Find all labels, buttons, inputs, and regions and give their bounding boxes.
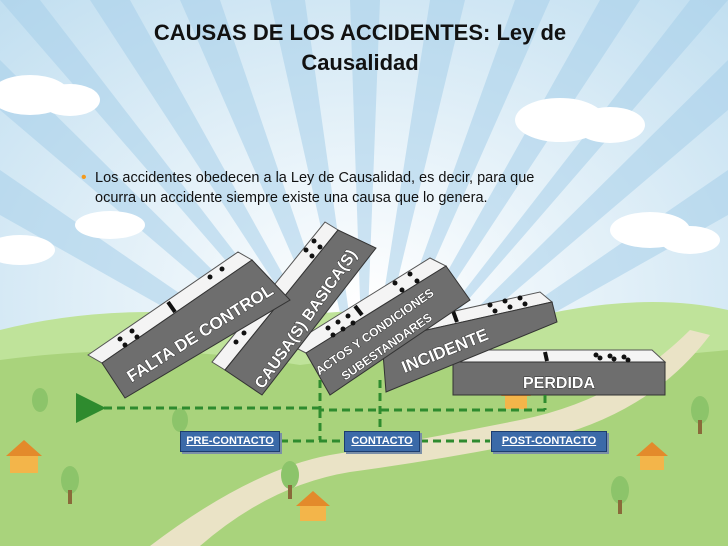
scenery-decor bbox=[6, 383, 709, 521]
clouds bbox=[0, 75, 720, 265]
bullet-text-line2: ocurra un accidente siempre existe una c… bbox=[95, 190, 488, 206]
phase-box-pre-contacto: PRE-CONTACTO bbox=[180, 431, 280, 452]
domino-divider bbox=[451, 310, 459, 323]
slide-title: CAUSAS DE LOS ACCIDENTES: Ley de Causali… bbox=[60, 18, 660, 78]
domino-perdida: PERDIDA bbox=[438, 349, 667, 396]
domino-divider bbox=[543, 351, 549, 362]
slide-title-line2: Causalidad bbox=[301, 50, 419, 75]
domino-divider bbox=[353, 304, 364, 317]
phase-box-post-contacto: POST-CONTACTO bbox=[491, 431, 607, 452]
domino-divider bbox=[166, 300, 177, 314]
phase-box-contacto: CONTACTO bbox=[344, 431, 420, 452]
flow-arrows bbox=[76, 380, 547, 443]
slide-title-line1: CAUSAS DE LOS ACCIDENTES: Ley de bbox=[153, 20, 567, 45]
bullet-icon: • bbox=[81, 169, 87, 186]
bullet-text-line1: Los accidentes obedecen a la Ley de Caus… bbox=[95, 170, 535, 186]
bullet-point: • Los accidentes obedecen a la Ley de Ca… bbox=[81, 168, 695, 208]
domino-label-perdida: PERDIDA bbox=[523, 375, 595, 392]
